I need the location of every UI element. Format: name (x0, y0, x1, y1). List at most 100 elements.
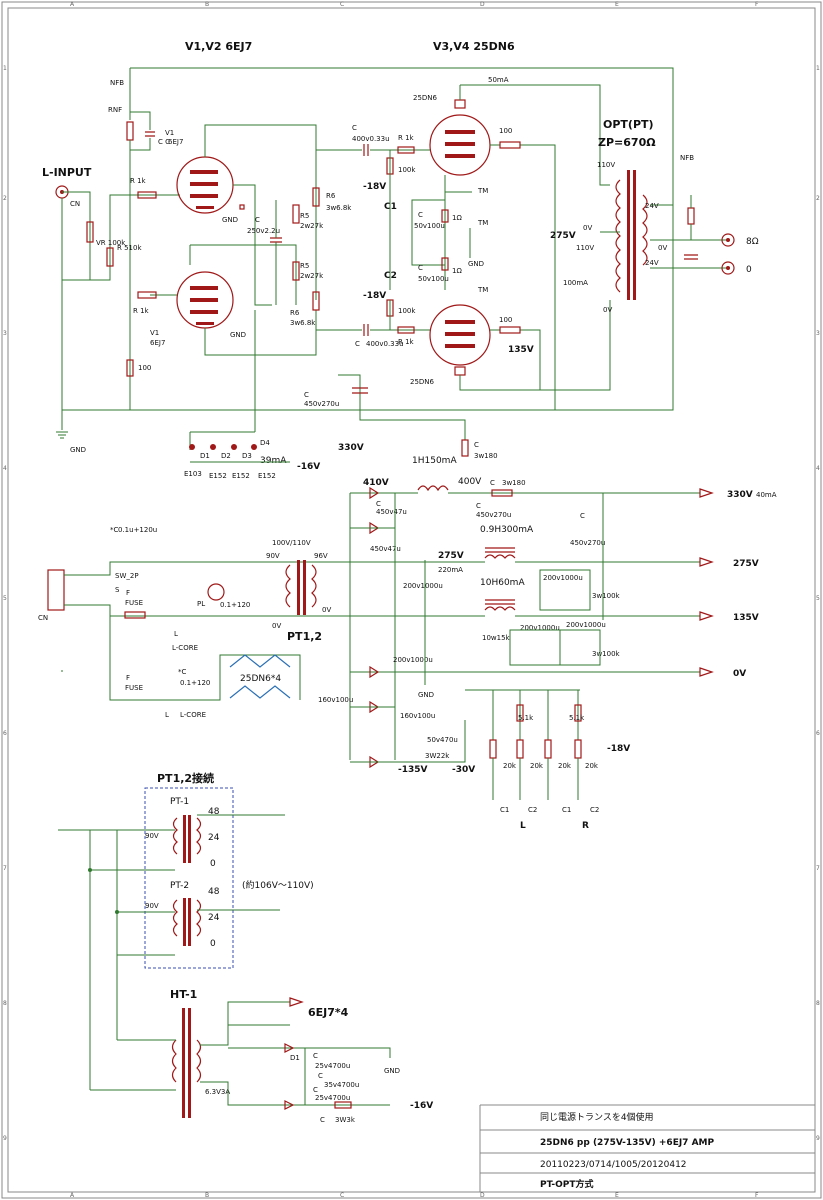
d4-label: D4 (260, 439, 270, 447)
c1-out-r: C1 (562, 806, 571, 814)
note-1: 同じ電源トランスを4個使用 (540, 1111, 654, 1123)
pt2-0: 0 (210, 939, 216, 949)
opt-title: OPT(PT) (603, 118, 654, 131)
r3w3k-label: 3W3k (335, 1116, 356, 1124)
c450-270-label-2: 450v270u (476, 511, 511, 519)
bias-pot-l-c1[interactable] (489, 739, 497, 759)
bias-label: -18V (363, 182, 386, 192)
r1o-label: 1Ω (452, 214, 462, 222)
row-label: 9 (816, 1135, 820, 1142)
opt-0v-3: 0V (658, 244, 667, 252)
r-grid-label: 100 (499, 127, 512, 135)
row-label: 4 (816, 465, 820, 472)
rnf-label: RNF (108, 106, 122, 114)
e152-label-2: E152 (232, 472, 250, 480)
volume-pot[interactable] (86, 221, 94, 243)
row-label: 2 (3, 195, 7, 202)
pt12-title: PT1,2 (287, 630, 322, 643)
sw-c-label: *C (110, 526, 119, 534)
row-label: 6 (3, 730, 7, 737)
pt1-label: PT-1 (170, 797, 189, 807)
r3w100k-label-2: 3w100k (592, 650, 621, 658)
row-label: 8 (816, 1000, 820, 1007)
row-label: 7 (3, 865, 7, 872)
c200-label-a: 200v1000u (543, 574, 583, 582)
pt1-0: 0 (210, 859, 216, 869)
r-label-ps-2: C (490, 479, 495, 487)
pt1-transformer (172, 815, 202, 863)
pl-label: PL (197, 600, 205, 608)
col-label: E (615, 1192, 619, 1199)
c50-label-2: 50v100u (418, 275, 449, 283)
r6-label-2: R6 (290, 309, 300, 317)
tube-v1 (176, 156, 234, 214)
tm-label-2: TM (477, 219, 488, 227)
c1-out-l: C1 (500, 806, 509, 814)
row-label: 3 (816, 330, 820, 337)
v1-label-top: V1 (165, 129, 174, 137)
e103-label: E103 (184, 470, 202, 478)
r3w180-label: 3w180 (474, 452, 498, 460)
vr-label: VR 100k (96, 239, 126, 247)
speaker-0-jack[interactable] (721, 261, 735, 275)
c400-label-2: 400v0.33u (366, 340, 404, 348)
out-m18-label: -18V (607, 744, 630, 754)
ac-inlet[interactable] (47, 569, 65, 611)
r5-value: 2w27k (300, 222, 324, 230)
row-label: 6 (816, 730, 820, 737)
row-label: 2 (816, 195, 820, 202)
gnd-label: GND (70, 446, 86, 454)
ma40-label: 40mA (756, 491, 777, 499)
out0-label: 0V (733, 669, 746, 679)
vr20k-4: 20k (585, 762, 599, 770)
r100k-label: 100k (398, 166, 416, 174)
cc-label: C C (158, 138, 170, 146)
c25-label-2: 25v4700u (315, 1094, 350, 1102)
grid-resistor (106, 247, 114, 267)
bias-diodes (189, 444, 257, 450)
tm-label-3: TM (477, 286, 488, 294)
speaker-8ohm-jack[interactable] (721, 233, 735, 247)
tube-bot-label: 25DN6 (410, 378, 435, 386)
power-supply-section: C 3w180 410V 1H150mA 400V C 3w180 330V 4… (38, 410, 777, 831)
r5-label-2: R5 (300, 262, 309, 270)
voltage-range: (約106V〜110V) (242, 879, 314, 891)
cn-mains: CN (38, 614, 48, 622)
r-label-ht: C (320, 1116, 325, 1124)
row-label: 4 (3, 465, 7, 472)
amplifier-section: V1,V2 6EJ7 V3,V4 25DN6 NFB RNF V1 C C 6E… (42, 40, 759, 480)
v400-label: 400V (458, 477, 482, 487)
gnd-ht: GND (384, 1067, 400, 1075)
r100k-label-2: 100k (398, 307, 416, 315)
c250-label: 250v2.2u (247, 227, 280, 235)
col-label: E (615, 1, 619, 8)
r1o-label-2: 1Ω (452, 267, 462, 275)
ma39-label: 39mA (260, 456, 287, 466)
col-label: F (755, 1, 759, 8)
c450-270-c: C (476, 502, 481, 510)
fuse-label: FUSE (125, 599, 143, 607)
col-label: D (480, 1, 485, 8)
bias-pot-l-c2[interactable] (516, 739, 524, 759)
v1-type-top: 6EJ7 (168, 138, 183, 146)
sw2p-label: SW_2P (115, 572, 139, 580)
r1k-label-2: R 1k (133, 307, 150, 315)
opt-110v: 110V (597, 161, 615, 169)
r3w180-label-2: 3w180 (502, 479, 526, 487)
row-label: 5 (3, 595, 7, 602)
col-label: A (70, 1192, 75, 1199)
row-label: 7 (816, 865, 820, 872)
opt-275v: 275V (550, 231, 576, 241)
vr20k-3: 20k (558, 762, 572, 770)
bias-pot-r-c2[interactable] (574, 739, 582, 759)
row-label: 8 (3, 1000, 7, 1007)
c01-label-2: 0.1+120 (180, 679, 210, 687)
c-ht-2: C (318, 1072, 323, 1080)
lcore-label-2: L-CORE (180, 711, 206, 719)
bias-pot-r-c1[interactable] (544, 739, 552, 759)
h10-label: 10H60mA (480, 578, 525, 588)
gnd-ps: GND (418, 691, 434, 699)
title-v1-v2: V1,V2 6EJ7 (185, 40, 252, 53)
l-label: L (174, 630, 178, 638)
